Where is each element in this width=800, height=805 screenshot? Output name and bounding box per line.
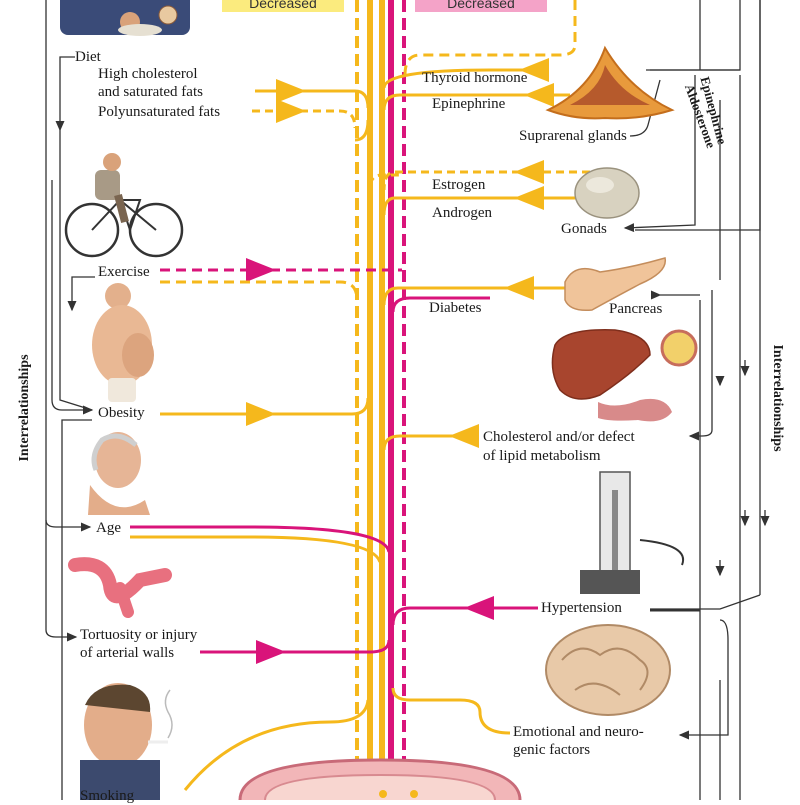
label-tortuosity-1: Tortuosity or injury [80, 627, 198, 643]
label-high-cholesterol-2: and saturated fats [98, 84, 203, 100]
tortuous-artery-icon [68, 557, 172, 618]
brain-icon [545, 624, 671, 716]
interrelationships-right: Interrelationships [770, 344, 785, 452]
label-gonads: Gonads [561, 221, 607, 237]
central-trunk [355, 0, 406, 800]
label-epinephrine: Epinephrine [432, 96, 506, 112]
cyclist-icon [64, 153, 184, 258]
left-arrows [130, 79, 402, 791]
header-box-left [222, 0, 344, 12]
obese-man-icon [92, 283, 154, 402]
label-thyroid: Thyroid hormone [422, 70, 528, 86]
label-androgen: Androgen [432, 205, 492, 221]
interrelationship-lines [45, 0, 770, 800]
label-high-cholesterol-1: High cholesterol [98, 66, 198, 82]
label-polyunsaturated: Polyunsaturated fats [98, 104, 221, 120]
label-cholesterol-1: Cholesterol and/or defect [483, 429, 635, 445]
label-obesity: Obesity [98, 405, 145, 421]
label-emotional-2: genic factors [513, 742, 591, 758]
artery-cross-section-icon [238, 758, 522, 800]
label-estrogen: Estrogen [432, 177, 486, 193]
header-right: Decreased [447, 0, 515, 11]
header-left: Decreased [249, 0, 317, 11]
label-hypertension: Hypertension [541, 600, 622, 616]
label-emotional-1: Emotional and neuro- [513, 724, 644, 740]
label-exercise: Exercise [98, 264, 150, 280]
sphygmomanometer-icon [580, 471, 685, 594]
pancreas-icon [564, 257, 667, 312]
liver-icon [551, 329, 698, 422]
elderly-man-icon [88, 432, 150, 515]
right-arrows [382, 0, 590, 735]
header-box-right [415, 0, 547, 12]
label-diet: Diet [75, 49, 101, 65]
interrelationships-left: Interrelationships [17, 354, 32, 462]
label-smoking: Smoking [80, 788, 135, 804]
gonad-icon [574, 167, 640, 219]
label-cholesterol-2: of lipid metabolism [483, 448, 601, 464]
label-tortuosity-2: of arterial walls [80, 645, 175, 661]
label-age: Age [96, 520, 121, 536]
smoking-man-icon [80, 683, 173, 800]
label-diabetes: Diabetes [429, 300, 482, 316]
label-pancreas: Pancreas [609, 301, 663, 317]
label-suprarenal: Suprarenal glands [519, 128, 627, 144]
man-eating-icon [60, 0, 190, 36]
suprarenal-gland-icon [545, 45, 675, 120]
